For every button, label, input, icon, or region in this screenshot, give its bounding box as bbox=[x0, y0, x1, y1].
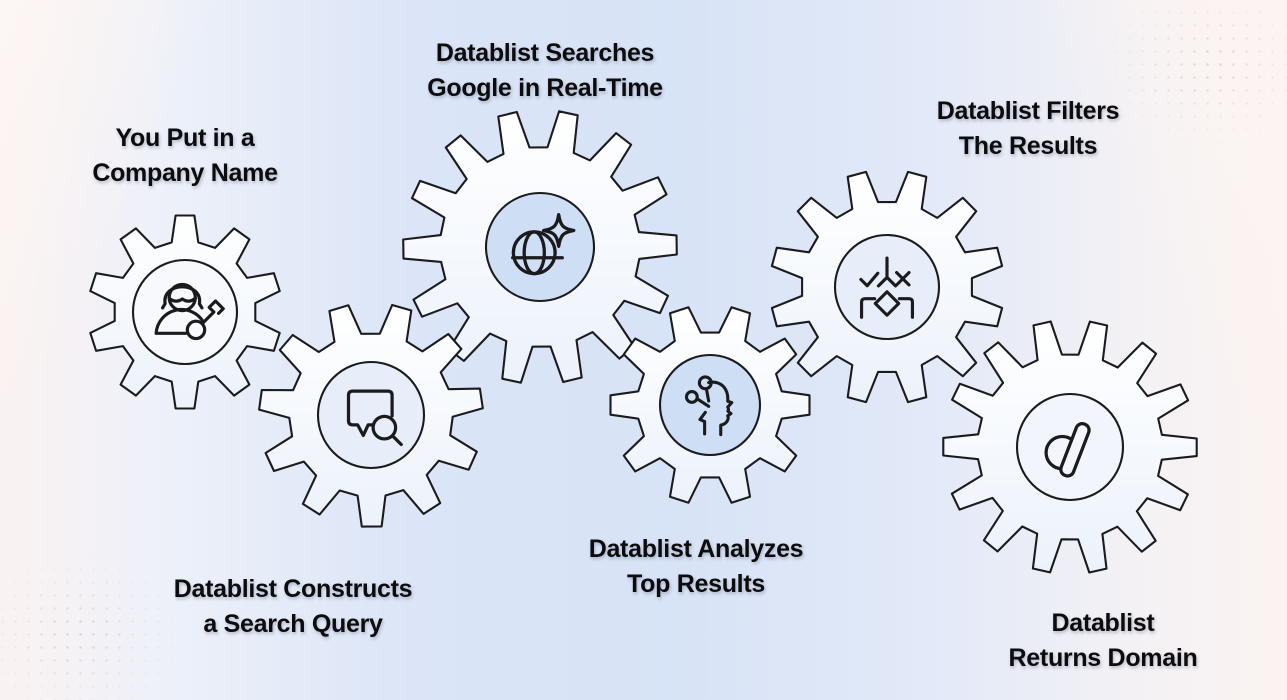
step-6-label-line-2: Returns Domain bbox=[1008, 644, 1198, 672]
gear-step-4 bbox=[609, 306, 811, 504]
step-2-label: Datablist Constructs a Search Query bbox=[173, 572, 413, 642]
step-5-label-line-1: Datablist Filters bbox=[936, 97, 1120, 125]
gear-step-1 bbox=[89, 214, 281, 410]
step-3-label-line-2: Google in Real-Time bbox=[427, 74, 663, 102]
step-3-label-line-1: Datablist Searches bbox=[435, 39, 655, 67]
step-1-label: You Put in a Company Name bbox=[92, 121, 278, 191]
step-4-label: Datablist Analyzes Top Results bbox=[589, 532, 804, 602]
step-5-label-line-2: The Results bbox=[958, 132, 1098, 160]
step-5-label: Datablist Filters The Results bbox=[936, 94, 1120, 164]
check-cross-filter-icon bbox=[859, 256, 915, 319]
datablist-logo-icon bbox=[1044, 422, 1091, 478]
step-1-label-line-2: Company Name bbox=[92, 159, 278, 187]
step-4-label-line-1: Datablist Analyzes bbox=[588, 535, 804, 563]
step-6-label: Datablist Returns Domain bbox=[1009, 606, 1198, 676]
user-key-icon bbox=[154, 282, 225, 341]
step-6-label-line-1: Datablist bbox=[1051, 609, 1155, 637]
step-2-label-line-2: a Search Query bbox=[203, 610, 383, 638]
gear-step-3 bbox=[402, 110, 678, 384]
dot-pattern-top-right bbox=[1097, 0, 1287, 150]
ai-head-icon bbox=[684, 375, 734, 437]
step-4-label-line-2: Top Results bbox=[627, 570, 765, 598]
globe-sparkle-icon bbox=[511, 213, 576, 276]
chat-search-icon bbox=[346, 389, 403, 447]
step-2-label-line-1: Datablist Constructs bbox=[173, 575, 413, 603]
step-3-label: Datablist Searches Google in Real-Time bbox=[427, 36, 663, 106]
dot-pattern-bottom-left bbox=[0, 550, 190, 700]
step-1-label-line-1: You Put in a bbox=[115, 124, 255, 152]
